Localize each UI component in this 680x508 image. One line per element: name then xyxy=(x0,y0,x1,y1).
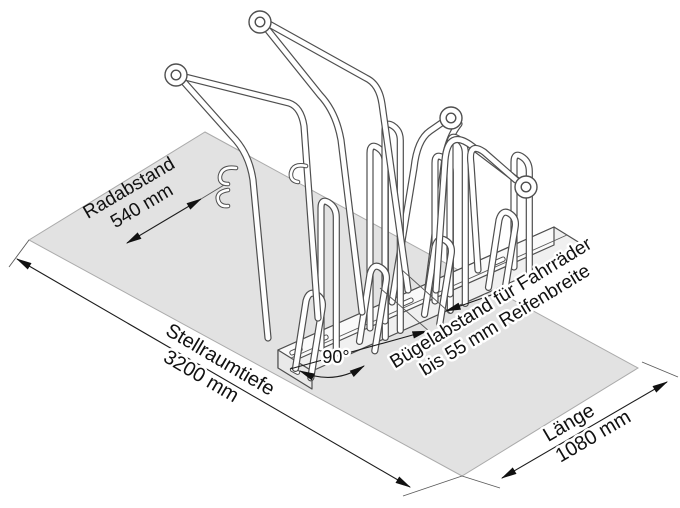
hoop-eyelet-hole xyxy=(170,69,182,81)
buegelabstand-arrow-upper xyxy=(444,292,498,312)
laenge-dim-line xyxy=(501,381,668,479)
hoop-eyelet-hole xyxy=(254,16,266,28)
buegelabstand-extension-b xyxy=(379,287,431,333)
laenge-extension-right xyxy=(641,361,679,378)
radabstand-dim-line xyxy=(126,198,202,244)
dimension-angle-90: 90° xyxy=(289,330,429,381)
hoop-eyelet-hole xyxy=(445,112,457,124)
lean-hoop-front-left xyxy=(164,63,318,338)
lean-hoop-middle xyxy=(248,10,408,312)
lean-hoop-front-right xyxy=(436,140,538,290)
laenge-extension-left xyxy=(461,475,501,489)
angle-value: 90° xyxy=(322,347,349,367)
stellraumtiefe-extension-right xyxy=(402,475,463,497)
angle-arc xyxy=(298,365,365,381)
buegelabstand-arrow-lower xyxy=(289,330,429,370)
lean-hoop-rear-right xyxy=(392,106,463,302)
buegelabstand-extension-a xyxy=(401,269,451,314)
hoop-eyelet-hole xyxy=(520,181,532,193)
stellraumtiefe-extension-left xyxy=(8,239,30,268)
stellraumtiefe-dim-line xyxy=(16,258,411,488)
